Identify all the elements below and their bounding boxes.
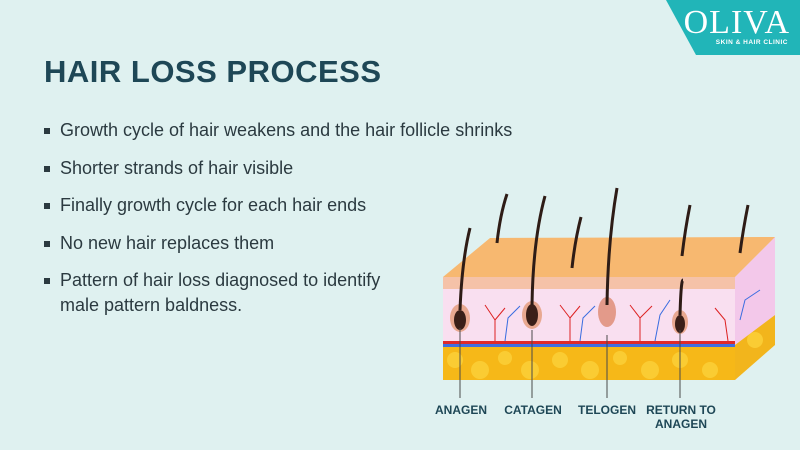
logo-banner: [666, 0, 800, 55]
page-title: HAIR LOSS PROCESS: [44, 54, 382, 89]
logo-text: OLIVA: [683, 4, 790, 41]
label-catagen: CATAGEN: [504, 403, 562, 417]
list-item: Finally growth cycle for each hair ends: [44, 193, 624, 218]
brand-logo: OLIVA SKIN & HAIR CLINIC: [652, 0, 800, 55]
logo-tagline: SKIN & HAIR CLINIC: [715, 39, 788, 46]
list-item: No new hair replaces them: [44, 231, 624, 256]
bullet-list: Growth cycle of hair weakens and the hai…: [44, 118, 624, 331]
bullet-icon: [44, 278, 50, 285]
bullet-icon: [44, 128, 50, 134]
bullet-icon: [44, 240, 50, 247]
list-item: Growth cycle of hair weakens and the hai…: [44, 118, 624, 143]
skin-cross-section-diagram: [420, 180, 800, 435]
list-item: Shorter strands of hair visible: [44, 156, 624, 181]
bullet-icon: [44, 165, 50, 172]
label-return-to-anagen: RETURN TO ANAGEN: [646, 403, 716, 431]
bullet-icon: [44, 203, 50, 210]
list-item: Pattern of hair loss diagnosed to identi…: [44, 268, 400, 318]
label-anagen: ANAGEN: [434, 403, 487, 417]
label-telogen: TELOGEN: [577, 403, 636, 417]
skin-illustration: [443, 187, 775, 398]
